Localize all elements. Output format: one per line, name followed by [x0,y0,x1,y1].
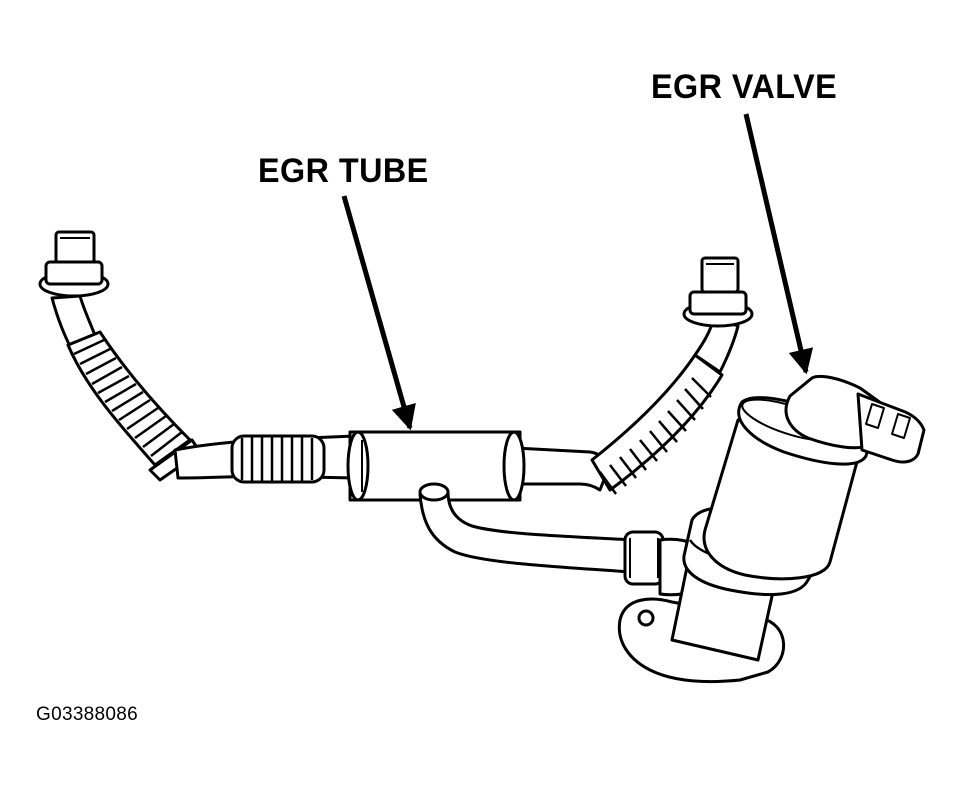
valve-connector [856,392,926,464]
lower-tube [418,490,636,574]
egr-valve-label: EGR VALVE [651,68,838,106]
egr-valve-leader-arrow [743,113,814,375]
egr-tube-center-tee [346,430,526,502]
right-tube-upper [693,316,740,374]
right-tube-horizontal [513,446,612,492]
right-flex-section [590,353,724,492]
egr-tube-right-branch [513,256,754,495]
figure-code: G03388086 [36,704,139,725]
egr-tube-label: EGR TUBE [258,152,429,190]
egr-tube-left-branch [38,230,357,484]
right-fitting-nut [700,256,740,294]
left-fitting-nut [54,230,96,266]
egr-tube-leader-arrow [341,195,416,431]
left-small-flex [230,434,326,484]
left-flex-section [66,330,192,467]
egr-tube-lower-branch [418,482,702,597]
egr-valve [617,374,926,683]
